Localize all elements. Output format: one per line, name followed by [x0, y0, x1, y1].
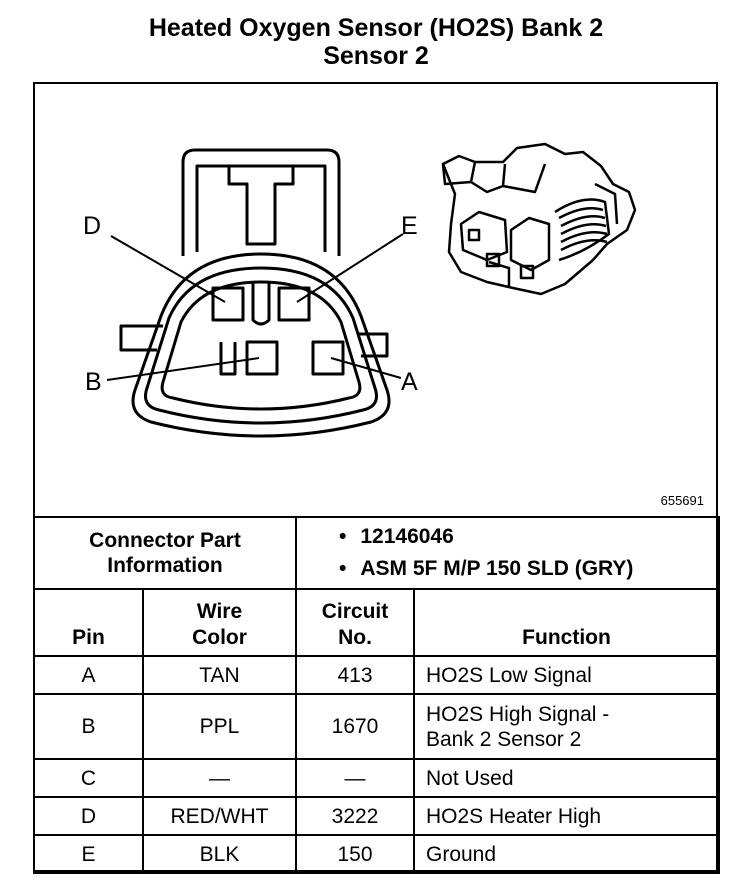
function-line-1: Ground	[426, 842, 497, 866]
connector-info-heading: Connector Part Information	[33, 516, 297, 590]
pin-table: Pin Wire Color Circuit No. Function A TA…	[33, 588, 720, 874]
cell-circuit: 150	[295, 834, 415, 874]
table-row: D RED/WHT 3222 HO2S Heater High	[33, 796, 720, 836]
leader-a	[330, 357, 402, 379]
function-line-1: HO2S Heater High	[426, 804, 602, 828]
function-line-1: HO2S Low Signal	[426, 663, 592, 687]
leader-e	[296, 233, 404, 303]
cell-wire-color: PPL	[142, 693, 297, 760]
header-wire-color: Wire Color	[142, 588, 297, 657]
cell-wire-color: —	[142, 758, 297, 798]
cell-pin: A	[33, 655, 144, 695]
cavity-c	[219, 342, 237, 376]
cell-wire-color: TAN	[142, 655, 297, 695]
connector-mid-shell	[144, 266, 378, 425]
connector-3d-view	[441, 142, 637, 296]
pin-label-a: A	[401, 368, 418, 396]
cell-wire-color: RED/WHT	[142, 796, 297, 836]
function-line-1: Not Used	[426, 766, 514, 790]
leader-d	[110, 235, 226, 303]
pin-label-d: D	[83, 212, 102, 240]
cell-circuit: 3222	[295, 796, 415, 836]
table-row: C — — Not Used	[33, 758, 720, 798]
header-pin: Pin	[33, 588, 144, 657]
cavity-a	[311, 340, 345, 376]
part-number: 12146046	[339, 521, 718, 553]
cell-function: Ground	[413, 834, 720, 874]
cell-circuit: 1670	[295, 693, 415, 760]
connector-illustration: D E B A 655691	[35, 84, 716, 516]
cell-function: HO2S Low Signal	[413, 655, 720, 695]
latch-housing	[181, 148, 341, 256]
cell-function: HO2S High Signal - Bank 2 Sensor 2	[413, 693, 720, 760]
header-circuit-no: Circuit No.	[295, 588, 415, 657]
table-row: E BLK 150 Ground	[33, 834, 720, 874]
key-slot	[251, 282, 271, 326]
cell-pin: E	[33, 834, 144, 874]
title-line-1: Heated Oxygen Sensor (HO2S) Bank 2	[148, 14, 604, 42]
cell-circuit: 413	[295, 655, 415, 695]
connector-heading-line-2: Information	[107, 554, 223, 577]
header-function: Function	[413, 588, 720, 657]
header-wire-line-2: Color	[192, 626, 247, 649]
pin-label-b: B	[85, 368, 102, 396]
figure-id: 655691	[660, 493, 704, 508]
connector-info-table: Connector Part Information 12146046 ASM …	[33, 516, 720, 590]
function-line-2: Bank 2 Sensor 2	[426, 727, 582, 751]
title-line-2: Sensor 2	[323, 42, 429, 70]
connector-drawing	[106, 142, 637, 438]
header-wire-line-1: Wire	[196, 600, 243, 623]
cell-function: HO2S Heater High	[413, 796, 720, 836]
cell-pin: D	[33, 796, 144, 836]
pin-label-e: E	[401, 212, 418, 240]
diagram-title: Heated Oxygen Sensor (HO2S) Bank 2 Senso…	[0, 14, 752, 70]
table-row: A TAN 413 HO2S Low Signal	[33, 655, 720, 695]
function-line-1: HO2S High Signal -	[426, 702, 610, 726]
cell-circuit: —	[295, 758, 415, 798]
cell-wire-color: BLK	[142, 834, 297, 874]
cavity-e	[277, 286, 311, 322]
table-row: B PPL 1670 HO2S High Signal - Bank 2 Sen…	[33, 693, 720, 760]
cavity-b	[245, 340, 279, 376]
connector-outer-shell	[131, 252, 391, 438]
cell-pin: C	[33, 758, 144, 798]
left-ear	[119, 324, 163, 352]
header-circuit-line-1: Circuit	[321, 600, 389, 623]
part-description: ASM 5F M/P 150 SLD (GRY)	[339, 553, 718, 585]
header-circuit-line-2: No.	[338, 626, 372, 649]
leader-b	[106, 357, 260, 381]
connector-heading-line-1: Connector Part	[89, 529, 241, 552]
cell-pin: B	[33, 693, 144, 760]
latch-inner	[195, 164, 327, 252]
connector-part-list: 12146046 ASM 5F M/P 150 SLD (GRY)	[295, 516, 720, 590]
latch-tab	[227, 166, 295, 246]
cavity-d	[211, 286, 245, 322]
connector-inner-shell	[160, 280, 362, 411]
cell-function: Not Used	[413, 758, 720, 798]
